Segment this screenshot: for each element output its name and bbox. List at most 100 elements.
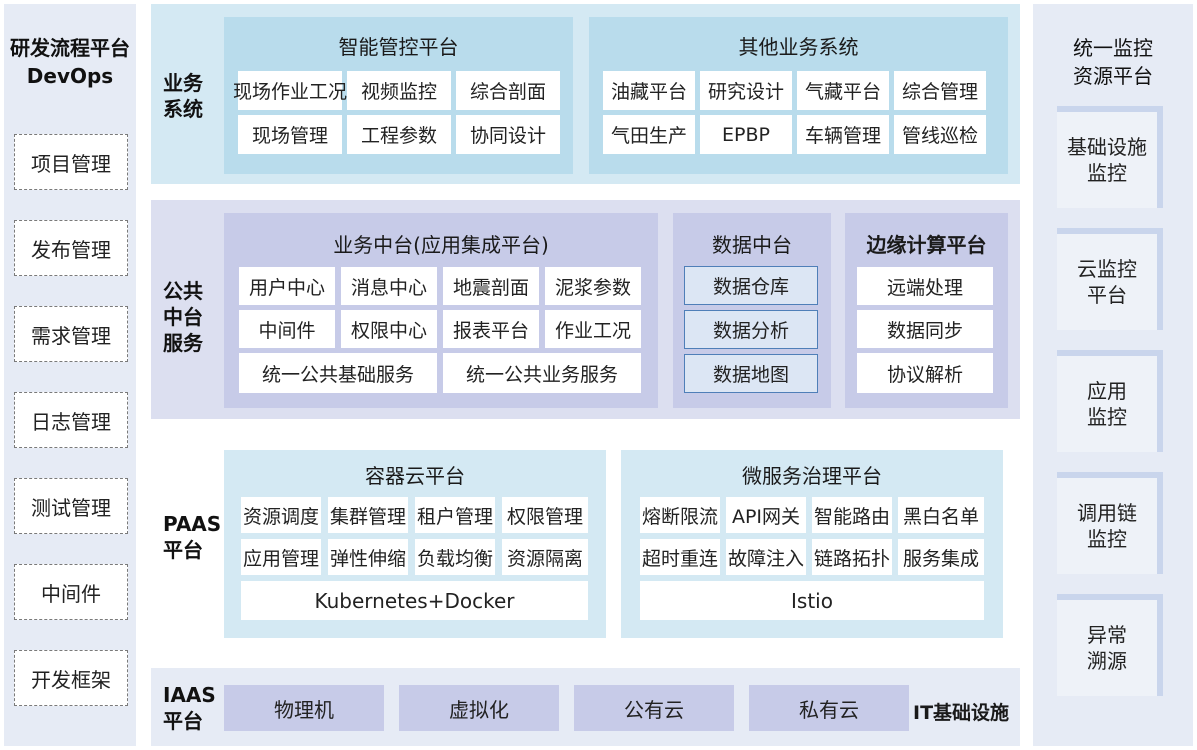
business-label-line1: 业务 <box>163 71 203 95</box>
container-cell: 资源隔离 <box>502 539 588 575</box>
container-cell: 弹性伸缩 <box>328 539 408 575</box>
devops-panel: 研发流程平台 DevOps 项目管理 发布管理 需求管理 日志管理 测试管理 中… <box>4 4 136 746</box>
smart-cell: 综合剖面 <box>456 71 560 110</box>
bizmid-cell: 用户中心 <box>239 267 335 305</box>
devops-item: 发布管理 <box>14 220 128 276</box>
data-middle-title: 数据中台 <box>712 233 792 257</box>
monitor-item: 调用链监控 <box>1057 472 1163 574</box>
devops-item: 测试管理 <box>14 478 128 534</box>
datamid-cell: 数据分析 <box>684 310 818 349</box>
bizmid-cell: 消息中心 <box>341 267 437 305</box>
container-cell: 应用管理 <box>241 539 321 575</box>
micro-cell: 链路拓扑 <box>812 539 892 575</box>
devops-item: 项目管理 <box>14 134 128 190</box>
smart-cell: 现场管理 <box>238 115 342 154</box>
monitor-item-line2: 监控 <box>1087 527 1127 551</box>
other-cell: 研究设计 <box>700 71 792 110</box>
edge-cell: 数据同步 <box>857 310 993 348</box>
other-systems-box: 其他业务系统 油藏平台 研究设计 气藏平台 综合管理 气田生产 EPBP 车辆管… <box>589 17 1008 174</box>
edge-compute-title: 边缘计算平台 <box>866 233 987 257</box>
bizmid-cell: 地震剖面 <box>443 267 539 305</box>
public-band: 公共 中台 服务 业务中台(应用集成平台) 用户中心 消息中心 地震剖面 泥浆参… <box>151 200 1020 419</box>
iaas-cell: 物理机 <box>224 685 384 731</box>
iaas-cell: 私有云 <box>749 685 909 731</box>
datamid-cell: 数据地图 <box>684 354 818 393</box>
micro-cell: 黑白名单 <box>898 497 984 533</box>
monitor-panel: 统一监控 资源平台 基础设施监控 云监控平台 应用监控 调用链监控 异常溯源 <box>1033 4 1193 746</box>
other-cell: 综合管理 <box>894 71 986 110</box>
bizmid-cell: 权限中心 <box>341 310 437 348</box>
iaas-label-line1: IAAS <box>163 683 216 707</box>
public-label-line1: 公共 <box>163 279 203 303</box>
other-cell: 车辆管理 <box>797 115 889 154</box>
micro-cell: 熔断限流 <box>640 497 720 533</box>
business-middle-title: 业务中台(应用集成平台) <box>333 233 549 257</box>
public-label-line3: 服务 <box>163 331 203 355</box>
container-cell: 权限管理 <box>502 497 588 533</box>
bizmid-cell: 泥浆参数 <box>545 267 641 305</box>
container-footer: Kubernetes+Docker <box>241 581 588 620</box>
bizmid-wide-cell: 统一公共基础服务 <box>239 353 437 393</box>
monitor-title-line1: 统一监控 <box>1073 36 1153 60</box>
monitor-item-line1: 应用 <box>1087 379 1127 403</box>
container-cloud-box: 容器云平台 资源调度 集群管理 租户管理 权限管理 应用管理 弹性伸缩 负载均衡… <box>224 450 606 638</box>
iaas-cell: 公有云 <box>574 685 734 731</box>
smart-cell: 视频监控 <box>347 71 451 110</box>
microservice-box: 微服务治理平台 熔断限流 API网关 智能路由 黑白名单 超时重连 故障注入 链… <box>621 450 1003 638</box>
monitor-item-line1: 云监控 <box>1077 257 1137 281</box>
smart-control-box: 智能管控平台 现场作业工况 视频监控 综合剖面 现场管理 工程参数 协同设计 <box>224 17 573 174</box>
container-cell: 负载均衡 <box>415 539 495 575</box>
micro-cell: 智能路由 <box>812 497 892 533</box>
business-middle-box: 业务中台(应用集成平台) 用户中心 消息中心 地震剖面 泥浆参数 中间件 权限中… <box>224 213 658 408</box>
iaas-band: IAAS 平台 物理机 虚拟化 公有云 私有云 IT基础设施 <box>151 668 1020 746</box>
paas-label-line2: 平台 <box>163 538 203 562</box>
monitor-item-line1: 基础设施 <box>1067 135 1147 159</box>
business-label-line2: 系统 <box>163 97 203 121</box>
public-label-line2: 中台 <box>163 305 203 329</box>
datamid-cell: 数据仓库 <box>684 266 818 305</box>
micro-cell: 服务集成 <box>898 539 984 575</box>
bizmid-wide-cell: 统一公共业务服务 <box>443 353 641 393</box>
monitor-item: 异常溯源 <box>1057 594 1163 696</box>
microservice-title: 微服务治理平台 <box>742 464 882 488</box>
monitor-item: 应用监控 <box>1057 350 1163 452</box>
other-cell: 气田生产 <box>603 115 695 154</box>
other-cell: 油藏平台 <box>603 71 695 110</box>
iaas-cell: 虚拟化 <box>399 685 559 731</box>
container-cloud-title: 容器云平台 <box>365 464 465 488</box>
monitor-item-line1: 异常 <box>1087 623 1127 647</box>
other-cell: EPBP <box>700 115 792 154</box>
devops-title-line1: 研发流程平台 <box>10 36 130 60</box>
monitor-item-line2: 溯源 <box>1087 649 1127 673</box>
iaas-label-line2: 平台 <box>163 709 203 733</box>
smart-cell: 现场作业工况 <box>233 71 347 110</box>
paas-band: PAAS 平台 容器云平台 资源调度 集群管理 租户管理 权限管理 应用管理 弹… <box>151 435 1020 652</box>
bizmid-cell: 中间件 <box>239 310 335 348</box>
other-systems-title: 其他业务系统 <box>738 35 859 59</box>
edge-compute-box: 边缘计算平台 远端处理 数据同步 协议解析 <box>845 213 1008 408</box>
edge-cell: 协议解析 <box>857 353 993 393</box>
business-band: 业务 系统 智能管控平台 现场作业工况 视频监控 综合剖面 现场管理 工程参数 … <box>151 4 1020 184</box>
devops-item: 开发框架 <box>14 650 128 706</box>
devops-title-line2: DevOps <box>26 64 114 88</box>
smart-cell: 工程参数 <box>347 115 451 154</box>
micro-cell: API网关 <box>726 497 806 533</box>
monitor-item-line2: 监控 <box>1087 405 1127 429</box>
monitor-title-line2: 资源平台 <box>1073 64 1153 88</box>
monitor-item-line1: 调用链 <box>1077 501 1137 525</box>
it-infrastructure-label: IT基础设施 <box>913 702 1010 724</box>
micro-footer: Istio <box>640 581 984 620</box>
container-cell: 集群管理 <box>328 497 408 533</box>
smart-cell: 协同设计 <box>456 115 560 154</box>
paas-label-line1: PAAS <box>163 512 222 536</box>
data-middle-box: 数据中台 数据仓库 数据分析 数据地图 <box>673 213 831 408</box>
container-cell: 资源调度 <box>241 497 321 533</box>
other-cell: 气藏平台 <box>797 71 889 110</box>
container-cell: 租户管理 <box>415 497 495 533</box>
bizmid-cell: 报表平台 <box>443 310 539 348</box>
monitor-item: 云监控平台 <box>1057 228 1163 330</box>
smart-control-title: 智能管控平台 <box>338 35 459 59</box>
devops-item: 需求管理 <box>14 306 128 362</box>
devops-item: 中间件 <box>14 564 128 620</box>
monitor-item: 基础设施监控 <box>1057 106 1163 208</box>
